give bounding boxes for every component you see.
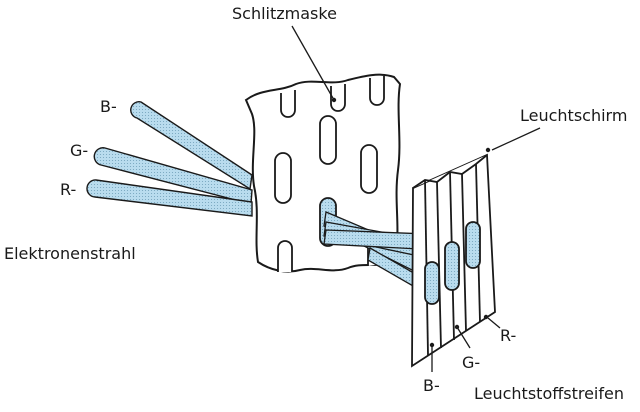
label-screen: Leuchtschirm <box>520 106 628 125</box>
phosphor-dot-g <box>444 241 460 291</box>
label-beam-g: G- <box>70 141 89 160</box>
beam-g-incoming <box>93 147 253 205</box>
beam-b-incoming <box>130 101 253 191</box>
leader-strip-r <box>487 317 501 329</box>
leader-mask <box>291 25 335 101</box>
leader-strip-g <box>456 326 471 349</box>
leader-endpoints <box>331 97 491 348</box>
label-strip-b: B- <box>423 376 440 395</box>
label-strip-r: R- <box>500 326 517 345</box>
label-electron-beam: Elektronenstrahl <box>4 244 136 263</box>
phosphor-dot-r <box>465 221 481 269</box>
slot-mask <box>244 73 402 273</box>
label-strip-g: G- <box>462 353 481 372</box>
mask-slots <box>274 115 378 204</box>
label-beam-b: B- <box>100 97 117 116</box>
phosphor-screen <box>411 153 496 368</box>
beam-r-incoming <box>86 179 253 217</box>
label-slot-mask: Schlitzmaske <box>232 4 337 23</box>
leader-lines <box>291 25 541 372</box>
phosphor-dot-b <box>424 261 440 305</box>
label-beam-r: R- <box>60 180 77 199</box>
mask-top-slots <box>280 76 385 118</box>
label-phosphor-strips: Leuchtstoffstreifen <box>474 384 624 403</box>
leader-screen <box>491 127 541 151</box>
incoming-beams <box>86 101 253 217</box>
